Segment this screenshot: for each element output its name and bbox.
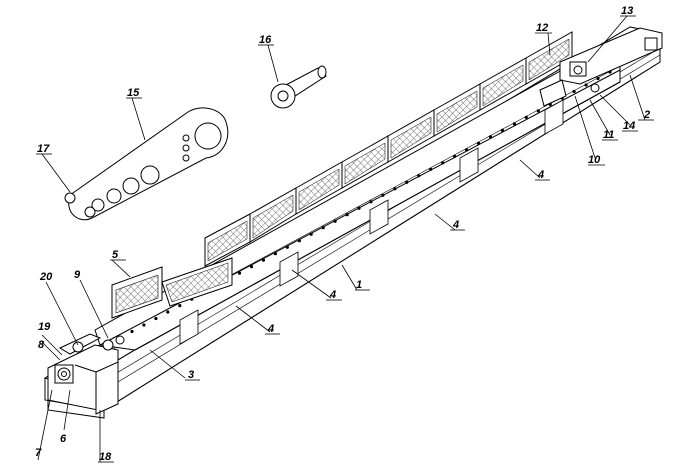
callout-8: 8: [38, 339, 45, 351]
callout-4-c: 4: [452, 219, 459, 231]
beam-hole: [154, 316, 158, 321]
frame-supports: [179, 99, 564, 345]
tension-end: [539, 27, 663, 107]
callout-4-a: 4: [267, 323, 274, 335]
beam-hole: [261, 258, 265, 262]
beam-hole: [393, 187, 397, 191]
beam-hole: [369, 200, 373, 204]
callout-12: 12: [536, 22, 548, 34]
callout-5: 5: [112, 249, 119, 261]
support-bracket: [179, 309, 199, 345]
callout-labels: 1 2 3 4 4 4 4 5 6 7 8 9 10 11 12 13 14 1…: [35, 5, 650, 463]
support-bracket: [369, 199, 389, 235]
beam-hole: [345, 213, 349, 217]
beam-hole: [500, 128, 504, 132]
drive-end: [47, 333, 125, 419]
callout-17: 17: [37, 143, 50, 155]
beam-hole: [321, 226, 325, 230]
beam-hole: [237, 271, 242, 275]
callout-6: 6: [60, 433, 67, 445]
detail-eye-bolt: [270, 65, 327, 109]
callout-10: 10: [588, 154, 601, 166]
main-frame: [43, 26, 662, 411]
beam-hole: [249, 265, 254, 269]
support-bracket: [459, 147, 479, 183]
beam-hole: [297, 239, 301, 243]
beam-hole: [333, 219, 337, 223]
detail-link-plate: [64, 107, 229, 221]
beam-hole: [441, 161, 445, 165]
beam-hole: [130, 329, 134, 334]
beam-hole: [488, 135, 493, 139]
callout-4-b: 4: [329, 289, 336, 301]
beam-hole: [465, 148, 469, 152]
beam-hole: [357, 206, 361, 210]
beam-hole: [273, 252, 277, 256]
beam-hole: [476, 141, 481, 145]
callout-14: 14: [623, 120, 635, 132]
leader-lines: [36, 15, 654, 463]
callout-4-d: 4: [537, 169, 544, 181]
callout-18: 18: [99, 451, 112, 463]
beam-hole: [178, 304, 182, 308]
callout-9: 9: [74, 269, 81, 281]
beam-hole: [417, 174, 421, 178]
callout-7: 7: [35, 447, 42, 459]
callout-15: 15: [127, 87, 140, 99]
beam-hole: [536, 109, 540, 113]
callout-16: 16: [259, 34, 272, 46]
callout-19: 19: [38, 321, 51, 333]
callout-3: 3: [188, 369, 194, 381]
control-box: [95, 361, 119, 415]
support-bracket: [279, 251, 299, 287]
beam-hole: [166, 310, 170, 314]
beam-hole: [405, 180, 409, 184]
beam-hole: [381, 193, 385, 197]
callout-13: 13: [621, 5, 633, 17]
beam-hole: [596, 76, 600, 81]
beam-hole: [142, 323, 146, 327]
callout-20: 20: [39, 271, 53, 283]
support-bracket: [544, 99, 564, 135]
beam-hole: [429, 167, 433, 171]
beam-hole: [309, 232, 313, 236]
beam-hole: [512, 122, 517, 126]
mesh-guards: [111, 31, 573, 319]
beam-hole: [285, 245, 289, 249]
beam-hole: [584, 83, 588, 87]
beam-hole: [524, 115, 528, 119]
callout-11: 11: [603, 129, 614, 141]
callout-2: 2: [643, 109, 650, 121]
callout-1: 1: [356, 279, 362, 291]
beam-hole: [572, 89, 576, 94]
beam-hole: [453, 154, 457, 158]
